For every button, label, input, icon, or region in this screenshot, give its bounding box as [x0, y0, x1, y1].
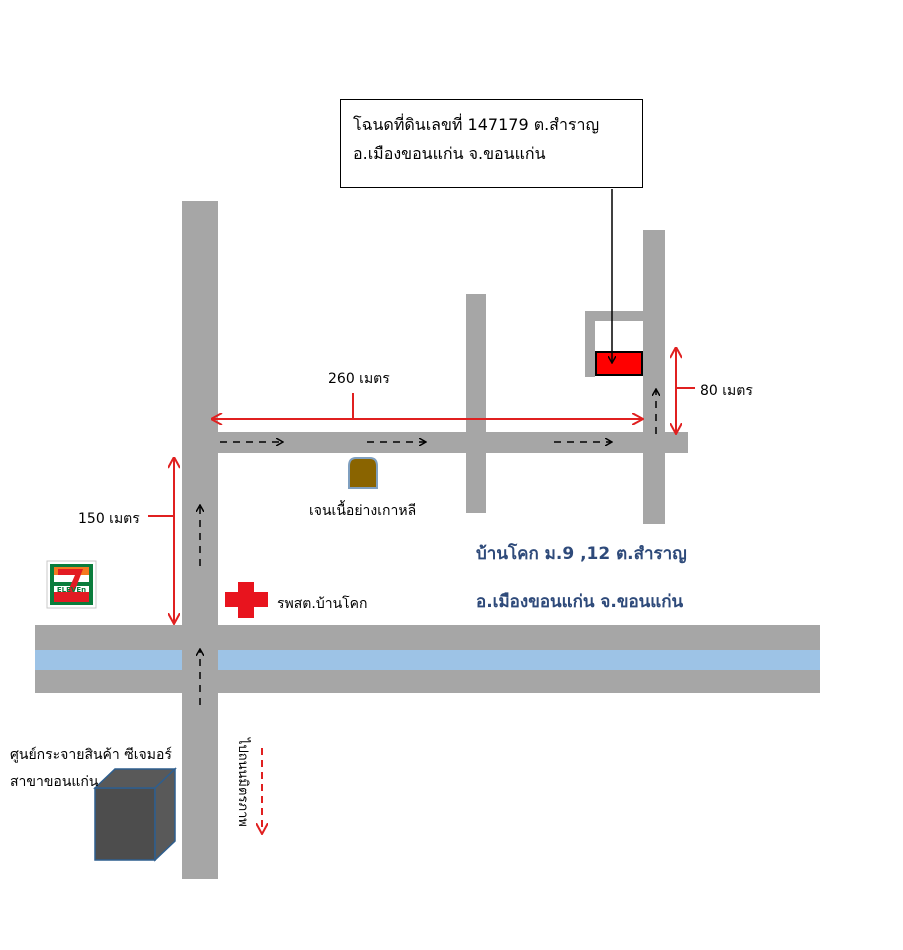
main-road-top-band: [35, 625, 820, 650]
health-center-label: รพสต.บ้านโคก: [277, 596, 368, 612]
distance-label-80m: 80 เมตร: [700, 383, 753, 399]
callout-line-2: อ.เมืองขอนแก่น จ.ขอนแก่น: [353, 144, 546, 163]
main-road-bottom-band: [35, 670, 820, 693]
callout-line-1: โฉนดที่ดินเลขที่ 147179 ต.สำราญ: [353, 115, 600, 134]
restaurant-icon: [348, 457, 378, 489]
restaurant-label: เจนเนื้อย่างเกาหลี: [309, 503, 417, 519]
village-label-line-2: อ.เมืองขอนแก่น จ.ขอนแก่น: [476, 592, 684, 612]
land-plot-marker: [595, 351, 643, 376]
spur-road-vertical: [585, 311, 595, 377]
vertical-road-right: [643, 230, 665, 524]
distance-label-260m: 260 เมตร: [328, 371, 390, 387]
vertical-road-middle: [466, 294, 486, 513]
spur-road-horizontal: [585, 311, 643, 321]
to-mittraphap-label: ไปถนนมิตรภาพ: [235, 738, 250, 827]
distance-label-150m: 150 เมตร: [78, 511, 140, 527]
village-label-line-1: บ้านโคก ม.9 ,12 ต.สำราญ: [476, 544, 687, 564]
seven-eleven-text: ELEVEn: [57, 586, 86, 594]
distribution-center-building-icon: [93, 767, 177, 862]
canal: [35, 650, 820, 670]
seven-eleven-logo: ELEVEn: [46, 560, 97, 609]
distribution-center-label-line-1: ศูนย์กระจายสินค้า ซีเจมอร์: [10, 747, 172, 763]
title-deed-callout: โฉนดที่ดินเลขที่ 147179 ต.สำราญ อ.เมืองข…: [340, 99, 643, 188]
horizontal-road-soi: [218, 432, 688, 453]
distribution-center-label-line-2: สาขาขอนแก่น: [10, 774, 99, 790]
health-center-cross-icon: [225, 582, 268, 618]
